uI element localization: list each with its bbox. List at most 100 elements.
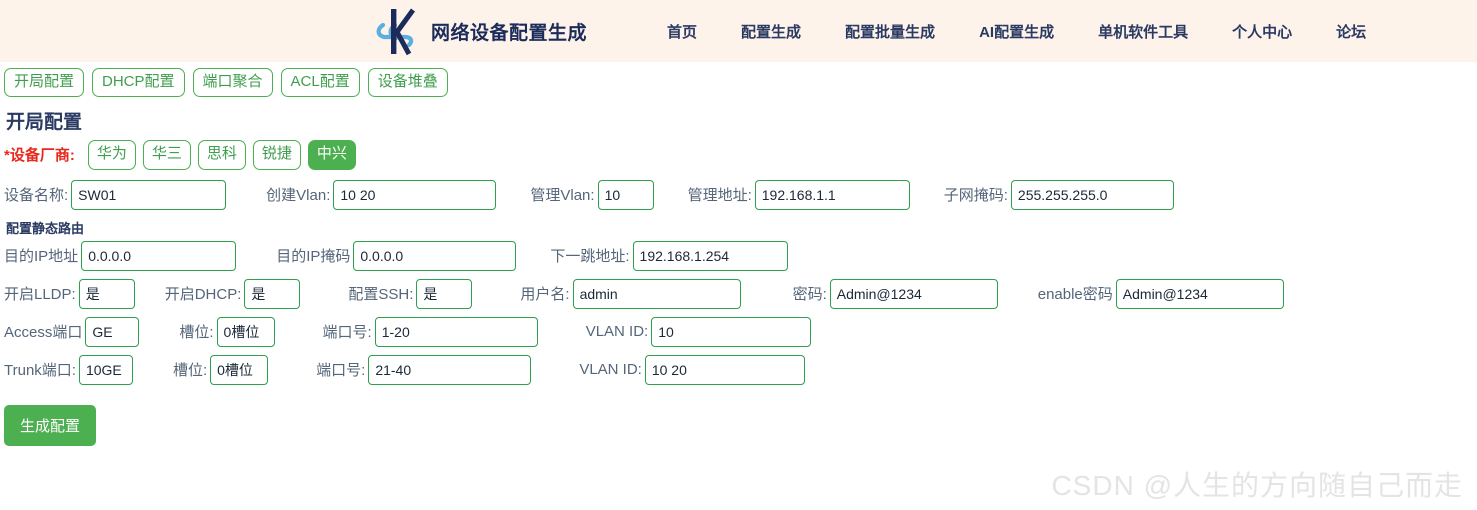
nav-item-forum[interactable]: 论坛 xyxy=(1336,23,1367,41)
dest-ip-input[interactable] xyxy=(81,240,237,271)
watermark: CSDN @人生的方向随自己而走 xyxy=(1051,470,1463,501)
trunk-vlan-id-label: VLAN ID: xyxy=(579,361,642,378)
trunk-port-type-field: Trunk端口: xyxy=(4,354,133,385)
subnet-mask-input[interactable] xyxy=(1010,179,1174,210)
basic-info-row: 设备名称: 创建Vlan: 管理Vlan: 管理地址: 子网掩码: xyxy=(4,179,1473,210)
create-vlan-input[interactable] xyxy=(333,179,497,210)
subnet-mask-label: 子网掩码: xyxy=(943,187,1008,204)
manage-ip-input[interactable] xyxy=(754,179,910,210)
device-name-label: 设备名称: xyxy=(4,187,69,204)
access-port-row: Access端口 槽位: 端口号: VLAN ID: xyxy=(4,316,1473,347)
lldp-input[interactable] xyxy=(78,278,135,309)
tab-initial-config[interactable]: 开局配置 xyxy=(4,68,85,98)
manage-ip-label: 管理地址: xyxy=(687,187,752,204)
services-row: 开启LLDP: 开启DHCP: 配置SSH: 用户名: 密码: enable密码 xyxy=(4,278,1473,309)
vendor-selector: *设备厂商: 华为 华三 思科 锐捷 中兴 xyxy=(4,140,1473,170)
dest-mask-label: 目的IP掩码 xyxy=(276,248,351,265)
lldp-label: 开启LLDP: xyxy=(4,286,76,303)
vendor-ruijie[interactable]: 锐捷 xyxy=(252,140,301,170)
access-vlan-id-label: VLAN ID: xyxy=(585,323,649,340)
enable-password-field: enable密码 xyxy=(1037,278,1284,309)
next-hop-input[interactable] xyxy=(632,240,788,271)
nav-item-user-center[interactable]: 个人中心 xyxy=(1232,23,1293,41)
static-route-title: 配置静态路由 xyxy=(6,220,85,236)
dhcp-field: 开启DHCP: xyxy=(164,278,301,309)
trunk-slot-field: 槽位: xyxy=(172,354,269,385)
tab-dhcp-config[interactable]: DHCP配置 xyxy=(92,68,185,98)
next-hop-field: 下一跳地址: xyxy=(550,240,788,271)
trunk-port-num-field: 端口号: xyxy=(316,354,532,385)
trunk-vlan-id-input[interactable] xyxy=(644,354,805,385)
device-name-input[interactable] xyxy=(71,179,227,210)
k-logo-icon xyxy=(375,5,421,57)
enable-password-input[interactable] xyxy=(1115,278,1284,309)
access-slot-field: 槽位: xyxy=(179,316,275,347)
access-slot-input[interactable] xyxy=(216,316,275,347)
page-title: 开局配置 xyxy=(6,112,83,134)
brand-name: 网络设备配置生成 xyxy=(431,22,588,44)
nav-item-batch-config-gen[interactable]: 配置批量生成 xyxy=(845,23,936,41)
brand[interactable]: 网络设备配置生成 xyxy=(375,5,587,57)
vendor-huawei[interactable]: 华为 xyxy=(87,140,136,170)
trunk-slot-label: 槽位: xyxy=(172,362,208,379)
next-hop-label: 下一跳地址: xyxy=(550,248,630,265)
device-name-field: 设备名称: xyxy=(4,179,227,210)
dest-ip-label: 目的IP地址 xyxy=(4,248,79,265)
trunk-port-type-input[interactable] xyxy=(78,354,133,385)
access-port-num-input[interactable] xyxy=(374,316,538,347)
username-input[interactable] xyxy=(572,278,741,309)
access-port-type-field: Access端口 xyxy=(4,316,140,347)
trunk-port-type-label: Trunk端口: xyxy=(4,362,76,379)
password-label: 密码: xyxy=(792,286,827,303)
access-port-type-input[interactable] xyxy=(85,316,140,347)
tab-port-aggregation[interactable]: 端口聚合 xyxy=(192,68,273,98)
ssh-field: 配置SSH: xyxy=(348,278,473,309)
dest-mask-input[interactable] xyxy=(353,240,517,271)
access-port-num-field: 端口号: xyxy=(323,316,538,347)
trunk-port-row: Trunk端口: 槽位: 端口号: VLAN ID: xyxy=(4,354,1473,385)
create-vlan-field: 创建Vlan: xyxy=(266,179,497,210)
vendor-label: *设备厂商: xyxy=(4,147,75,165)
vendor-zte[interactable]: 中兴 xyxy=(307,140,356,170)
nav-item-ai-config-gen[interactable]: AI配置生成 xyxy=(979,23,1055,41)
trunk-vlan-id-field: VLAN ID: xyxy=(579,354,805,385)
manage-vlan-input[interactable] xyxy=(597,179,654,210)
trunk-port-num-input[interactable] xyxy=(368,354,532,385)
nav-item-home[interactable]: 首页 xyxy=(667,23,698,41)
username-label: 用户名: xyxy=(520,286,570,303)
access-vlan-id-field: VLAN ID: xyxy=(585,316,812,347)
main-nav: 首页 配置生成 配置批量生成 AI配置生成 单机软件工具 个人中心 论坛 xyxy=(667,21,1366,42)
password-input[interactable] xyxy=(829,278,998,309)
lldp-field: 开启LLDP: xyxy=(4,278,135,309)
tab-acl-config[interactable]: ACL配置 xyxy=(280,68,360,98)
static-route-row: 目的IP地址 目的IP掩码 下一跳地址: xyxy=(4,240,1473,271)
trunk-port-num-label: 端口号: xyxy=(316,362,366,379)
site-header: 网络设备配置生成 首页 配置生成 配置批量生成 AI配置生成 单机软件工具 个人… xyxy=(0,0,1477,62)
dhcp-label: 开启DHCP: xyxy=(164,286,242,303)
vendor-cisco[interactable]: 思科 xyxy=(197,140,246,170)
nav-item-standalone-tools[interactable]: 单机软件工具 xyxy=(1098,23,1189,41)
access-slot-label: 槽位: xyxy=(179,324,214,341)
dest-ip-field: 目的IP地址 xyxy=(4,240,237,271)
subnet-mask-field: 子网掩码: xyxy=(943,179,1174,210)
config-tabs: 开局配置 DHCP配置 端口聚合 ACL配置 设备堆叠 xyxy=(0,62,1477,98)
manage-vlan-label: 管理Vlan: xyxy=(530,187,595,204)
manage-ip-field: 管理地址: xyxy=(687,179,910,210)
tab-device-stacking[interactable]: 设备堆叠 xyxy=(367,68,448,98)
vendor-h3c[interactable]: 华三 xyxy=(142,140,191,170)
create-vlan-label: 创建Vlan: xyxy=(266,187,331,204)
password-field: 密码: xyxy=(792,278,998,309)
manage-vlan-field: 管理Vlan: xyxy=(530,179,654,210)
dhcp-input[interactable] xyxy=(244,278,301,309)
generate-config-button[interactable]: 生成配置 xyxy=(4,404,97,446)
enable-password-label: enable密码 xyxy=(1037,286,1113,303)
username-field: 用户名: xyxy=(520,278,741,309)
dest-mask-field: 目的IP掩码 xyxy=(276,240,517,271)
ssh-input[interactable] xyxy=(416,278,473,309)
access-port-type-label: Access端口 xyxy=(4,324,83,341)
trunk-slot-input[interactable] xyxy=(210,354,269,385)
access-vlan-id-input[interactable] xyxy=(651,316,812,347)
ssh-label: 配置SSH: xyxy=(348,286,414,303)
nav-item-config-gen[interactable]: 配置生成 xyxy=(741,23,802,41)
